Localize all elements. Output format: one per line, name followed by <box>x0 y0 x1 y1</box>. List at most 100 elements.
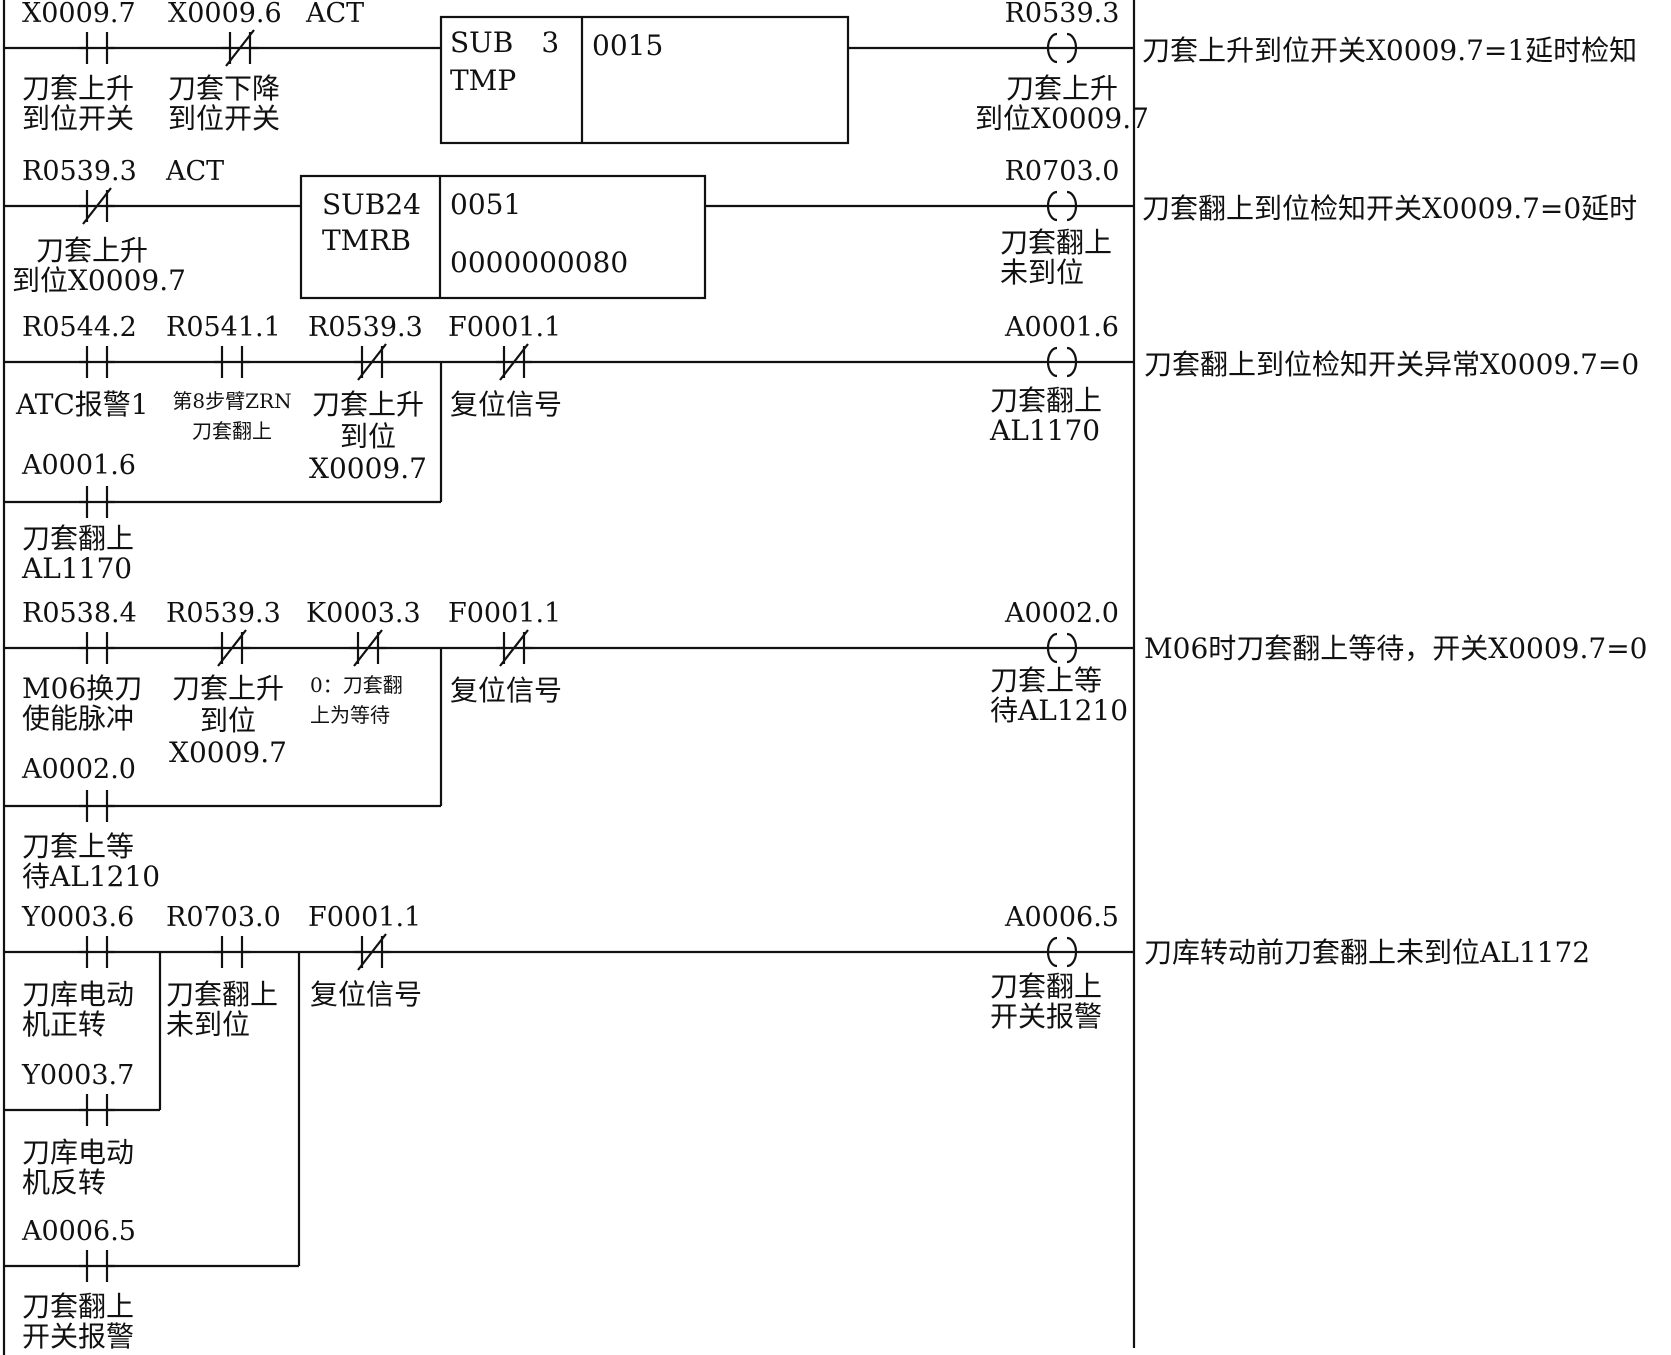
contact-address: A0001.6 <box>21 450 136 481</box>
rung-comment: 刀套上升到位开关X0009.7=1延时检知 <box>1142 34 1637 67</box>
contact-description: 上为等待 <box>310 703 390 727</box>
contact-no-R0703.0 <box>214 936 250 968</box>
contact-address: R0539.3 <box>166 598 281 629</box>
contact-description: 刀库电动 <box>22 978 134 1011</box>
contact-address: F0001.1 <box>448 312 561 343</box>
contact-description: 刀套翻上 <box>166 978 278 1011</box>
contact-description: 刀套翻上 <box>192 419 272 443</box>
branch-contact-A0002.0 <box>79 790 115 822</box>
contact-nc-F0001.1 <box>496 343 532 381</box>
block-name: TMRB <box>322 224 411 257</box>
contact-description: 机反转 <box>22 1166 106 1199</box>
coil-description: 开关报警 <box>990 1000 1102 1033</box>
contact-description: 复位信号 <box>450 674 562 707</box>
branch-contact-A0001.6 <box>79 486 115 518</box>
contact-description: 刀套翻上 <box>22 522 134 555</box>
contact-description: 复位信号 <box>450 388 562 421</box>
coil-description: 刀套翻上 <box>1000 226 1112 259</box>
contact-no-X0009.7 <box>79 32 115 64</box>
coil-description: 刀套上等 <box>990 664 1102 697</box>
block-parameter: 0051 <box>450 188 521 221</box>
contact-address: R0539.3 <box>22 156 137 187</box>
contact-description: 刀套上升 <box>172 672 284 705</box>
coil-address: A0002.0 <box>1004 598 1119 629</box>
contact-description: ATC报警1 <box>15 388 149 421</box>
contact-no-R0538.4 <box>79 632 115 664</box>
coil-description: 刀套上升 <box>1006 72 1118 105</box>
function-block-sub24 <box>299 174 707 300</box>
contact-description: 到位X0009.7 <box>12 264 186 297</box>
act-label: ACT <box>305 0 364 29</box>
coil-address: R0703.0 <box>1005 156 1120 187</box>
block-parameter: 0000000080 <box>450 246 628 279</box>
contact-address: F0001.1 <box>448 598 561 629</box>
act-label: ACT <box>165 156 224 187</box>
contact-nc-R0539.3 <box>214 629 250 667</box>
block-name: SUB24 <box>322 188 421 221</box>
contact-address: Y0003.7 <box>21 1060 134 1091</box>
contact-no-Y0003.6 <box>79 936 115 968</box>
contact-description: 机正转 <box>22 1008 106 1041</box>
function-block-sub3 <box>439 15 850 145</box>
contact-address: A0006.5 <box>21 1216 136 1247</box>
block-parameter: 0015 <box>592 29 663 62</box>
contact-address: R0539.3 <box>308 312 423 343</box>
contact-description: 到位 <box>200 704 256 737</box>
contact-description: M06换刀 <box>22 672 142 705</box>
coil-description: 刀套翻上 <box>990 970 1102 1003</box>
contact-description: 复位信号 <box>310 978 422 1011</box>
branch-contact-Y0003.7 <box>79 1094 115 1126</box>
contact-description: 开关报警 <box>22 1320 134 1353</box>
contact-nc-R0539.3 <box>79 187 115 225</box>
contact-nc-R0539.3 <box>354 343 390 381</box>
coil-address: A0006.5 <box>1004 902 1119 933</box>
contact-description: 未到位 <box>166 1008 250 1041</box>
rung-comment: M06时刀套翻上等待，开关X0009.7=0 <box>1144 632 1647 665</box>
contact-description: 第8步臂ZRN <box>172 389 291 413</box>
contact-description: 到位开关 <box>22 102 134 135</box>
coil-description: AL1170 <box>989 414 1100 447</box>
coil-description: 刀套翻上 <box>990 384 1102 417</box>
rung-comment: 刀套翻上到位检知开关异常X0009.7=0 <box>1144 348 1639 381</box>
contact-address: X0009.6 <box>168 0 282 29</box>
contact-nc-X0009.6 <box>222 29 258 67</box>
coil-description: 待AL1210 <box>990 694 1128 727</box>
contact-address: F0001.1 <box>308 902 421 933</box>
contact-description: 使能脉冲 <box>22 702 134 735</box>
contact-address: R0541.1 <box>166 312 281 343</box>
contact-description: AL1170 <box>21 552 132 585</box>
contact-description: X0009.7 <box>309 452 427 485</box>
contact-description: 刀套上升 <box>312 388 424 421</box>
contact-no-R0541.1 <box>214 346 250 378</box>
contact-description: 刀套上升 <box>22 72 134 105</box>
contact-address: K0003.3 <box>306 598 421 629</box>
contact-description: 到位 <box>340 420 396 453</box>
rung-comment: 刀库转动前刀套翻上未到位AL1172 <box>1144 936 1590 969</box>
block-name: TMP <box>450 64 516 97</box>
branch-contact-A0006.5 <box>79 1250 115 1282</box>
contact-description: 到位开关 <box>168 102 280 135</box>
coil-description: 未到位 <box>1000 256 1084 289</box>
coil-A0002.0 <box>1046 632 1078 664</box>
coil-R0703.0 <box>1046 190 1078 222</box>
contact-nc-K0003.3 <box>350 629 386 667</box>
contact-nc-F0001.1 <box>354 933 390 971</box>
contact-no-R0544.2 <box>79 346 115 378</box>
contact-description: 刀套上升 <box>36 234 148 267</box>
contact-address: A0002.0 <box>21 754 136 785</box>
contact-description: 刀套翻上 <box>22 1290 134 1323</box>
contact-address: X0009.7 <box>22 0 136 29</box>
contact-description: 刀套上等 <box>22 830 134 863</box>
contact-address: R0703.0 <box>166 902 281 933</box>
contact-address: R0538.4 <box>22 598 137 629</box>
rung-comment: 刀套翻上到位检知开关X0009.7=0延时 <box>1142 192 1637 225</box>
block-name: SUB 3 <box>450 26 559 59</box>
coil-R0539.3 <box>1046 32 1078 64</box>
coil-description: 到位X0009.7 <box>975 102 1149 135</box>
contact-description: 刀套下降 <box>168 72 280 105</box>
contact-address: Y0003.6 <box>21 902 134 933</box>
coil-address: A0001.6 <box>1004 312 1119 343</box>
contact-description: 0：刀套翻 <box>310 673 403 697</box>
contact-description: X0009.7 <box>169 736 287 769</box>
contact-description: 刀库电动 <box>22 1136 134 1169</box>
